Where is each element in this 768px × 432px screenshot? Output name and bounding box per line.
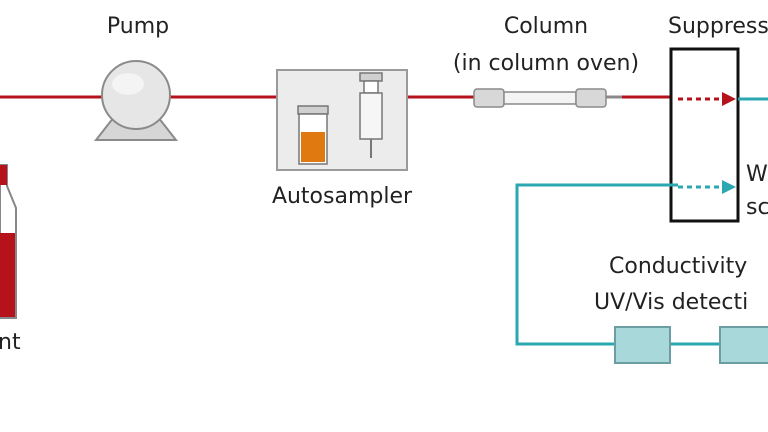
- column-icon: [473, 88, 622, 108]
- pump-label: Pump: [107, 14, 169, 39]
- suppressor-label: Suppress: [668, 14, 768, 39]
- waste-label-partial: W: [746, 162, 768, 187]
- eluent-bottle-icon: [0, 164, 17, 319]
- solution-label-partial: sc: [746, 195, 768, 220]
- autosampler-label: Autosampler: [272, 184, 413, 209]
- eluent-label-partial: nt: [0, 330, 21, 355]
- conductivity-label: Conductivity: [609, 254, 747, 279]
- column-sublabel: (in column oven): [453, 51, 639, 76]
- conductivity-detector-icon: [614, 326, 671, 364]
- uvvis-label: UV/Vis detecti: [594, 290, 748, 315]
- suppressor-box: [669, 47, 740, 223]
- column-label: Column: [504, 14, 588, 39]
- autosampler-icon: [276, 69, 408, 171]
- uvvis-detector-icon: [719, 326, 768, 364]
- pump-icon: [93, 60, 179, 141]
